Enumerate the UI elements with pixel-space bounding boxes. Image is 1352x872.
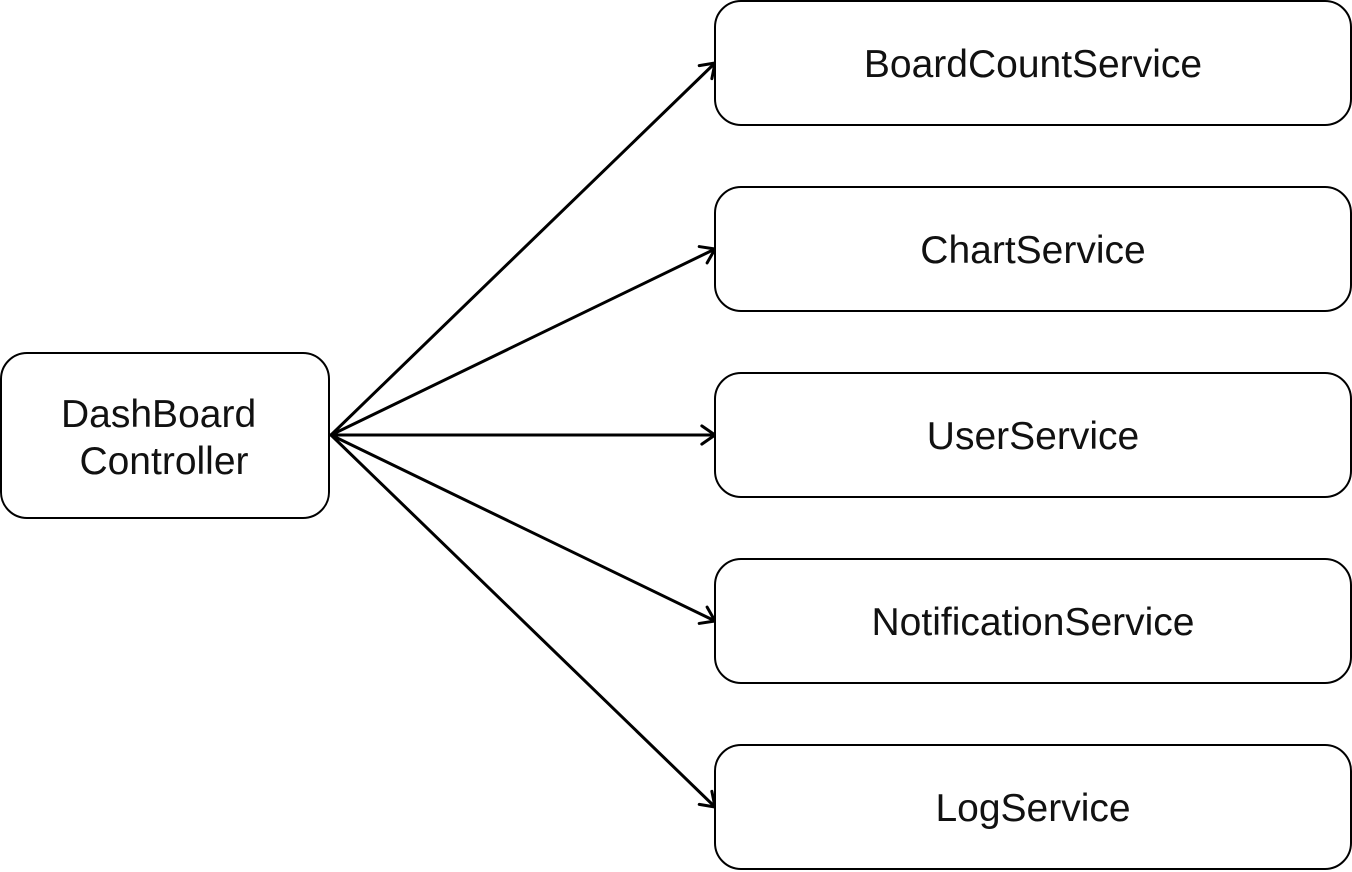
target-node-user-service: UserService <box>714 372 1352 498</box>
target-node-label: ChartService <box>920 229 1145 272</box>
source-node-box <box>0 352 330 519</box>
arrow-shaft <box>329 247 717 437</box>
target-node-box <box>714 186 1352 312</box>
source-node-label: DashBoard Controller <box>61 393 267 483</box>
target-node-box <box>714 558 1352 684</box>
target-node-chart-service: ChartService <box>714 186 1352 312</box>
source-label-line-1: DashBoard <box>61 393 256 436</box>
dependency-arrow <box>329 433 717 809</box>
source-label-line-2: Controller <box>79 440 248 483</box>
target-node-log-service: LogService <box>714 744 1352 870</box>
dependency-arrow <box>329 245 717 437</box>
dependency-arrow <box>329 424 717 446</box>
target-node-box <box>714 744 1352 870</box>
target-node-notification-service: NotificationService <box>714 558 1352 684</box>
dependency-arrow <box>329 433 717 625</box>
source-node: DashBoard Controller <box>0 352 330 519</box>
target-node-board-count-service: BoardCountService <box>714 0 1352 126</box>
target-node-label: BoardCountService <box>864 43 1202 86</box>
arrow-shaft <box>329 433 717 623</box>
edges-layer <box>329 61 717 809</box>
arrow-shaft <box>329 433 717 809</box>
target-node-label: NotificationService <box>872 601 1195 644</box>
target-node-label: LogService <box>935 787 1130 830</box>
target-node-label: UserService <box>927 415 1139 458</box>
arrow-shaft <box>329 61 717 437</box>
target-node-box <box>714 0 1352 126</box>
dependency-arrow <box>329 61 717 437</box>
target-node-box <box>714 372 1352 498</box>
